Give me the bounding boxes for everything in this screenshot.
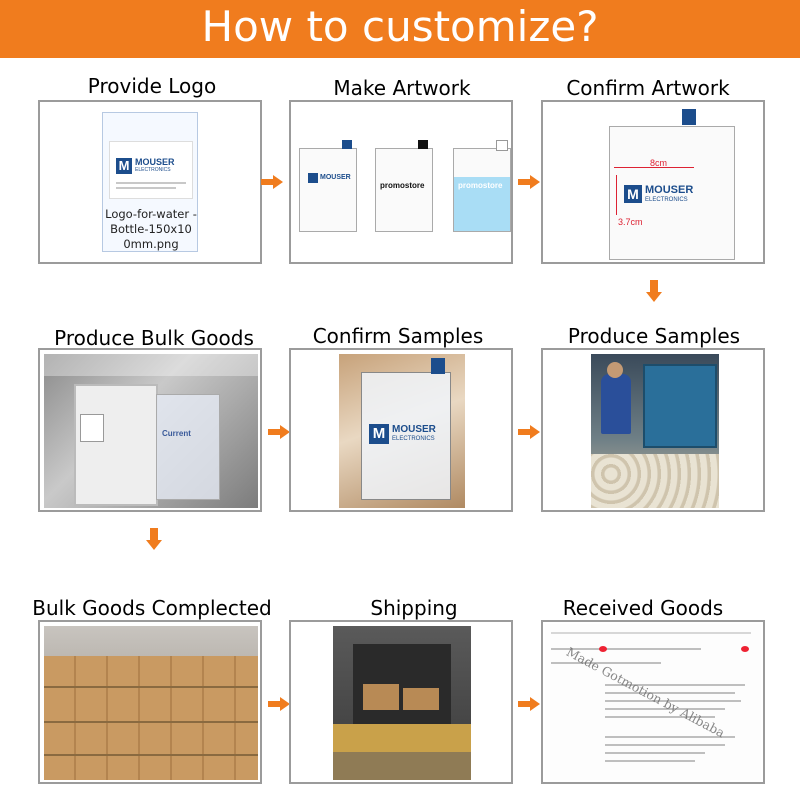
step-box-shipping <box>289 620 513 784</box>
mouser-logo-icon <box>308 173 318 183</box>
arrow-down-icon <box>146 528 162 550</box>
bottle-mockup: 8cm 3.7cm M MOUSER ELECTRONICS <box>609 109 735 260</box>
bottle-mockup: MOUSER <box>299 140 357 232</box>
bottle-mockup: promostore <box>453 140 511 232</box>
mouser-logo-icon: M <box>369 424 389 444</box>
bottle-brand-text: promostore <box>458 181 503 190</box>
width-dimension: 8cm <box>650 158 668 168</box>
logo-sub: ELECTRONICS <box>135 167 171 173</box>
bottle-brand-text: promostore <box>380 181 425 190</box>
step-title-confirm-artwork: Confirm Artwork <box>566 76 730 100</box>
step-box-provide-logo: M MOUSER ELECTRONICS Logo-for-water -Bot… <box>38 100 262 264</box>
arrow-right-icon <box>518 175 540 189</box>
bottle-cap <box>682 109 696 125</box>
bulk-goods-photo: Current <box>44 354 258 508</box>
logo-name: MOUSER <box>645 184 694 196</box>
feedback-document <box>545 624 761 780</box>
logo-filename: Logo-for-water -Bottle-150x10 0mm.png <box>105 207 197 251</box>
logo-preview: M MOUSER ELECTRONICS <box>109 141 193 199</box>
step-title-make-artwork: Make Artwork <box>333 76 471 100</box>
header-banner <box>0 0 800 58</box>
step-box-received-goods: Made Gotmotion by Alibaba <box>541 620 765 784</box>
page-title: How to customize? <box>201 2 599 51</box>
step-box-confirm-artwork: 8cm 3.7cm M MOUSER ELECTRONICS <box>541 100 765 264</box>
step-title-confirm-samples: Confirm Samples <box>312 324 484 348</box>
bottle-cap <box>342 140 352 149</box>
logo-name: MOUSER <box>392 424 436 435</box>
worker <box>601 374 631 434</box>
arrow-right-icon <box>268 425 290 439</box>
container-photo <box>333 626 471 780</box>
step-title-provide-logo: Provide Logo <box>87 74 217 98</box>
truck-plate <box>333 724 471 752</box>
bottle-cap <box>418 140 428 149</box>
step-title-received-goods: Received Goods <box>562 596 724 620</box>
mouser-logo-icon: M <box>116 158 132 174</box>
mouser-logo-icon: M <box>624 185 642 203</box>
bottle-cap <box>431 358 445 374</box>
sample-bottle-photo: M MOUSER ELECTRONICS <box>339 354 465 508</box>
step-title-produce-bulk: Produce Bulk Goods <box>54 326 254 350</box>
step-title-bulk-completed: Bulk Goods Complected <box>32 596 272 620</box>
printing-machine-photo <box>591 354 719 508</box>
step-box-bulk-completed <box>38 620 262 784</box>
arrow-right-icon <box>268 697 290 711</box>
arrow-right-icon <box>518 697 540 711</box>
step-box-confirm-samples: M MOUSER ELECTRONICS <box>289 348 513 512</box>
logo-sub: ELECTRONICS <box>645 197 688 203</box>
arrow-right-icon <box>518 425 540 439</box>
arrow-right-icon <box>261 175 283 189</box>
step-box-produce-bulk: Current <box>38 348 262 512</box>
arrow-down-icon <box>646 280 662 302</box>
logo-name: MOUSER <box>135 157 175 167</box>
cartons-photo <box>44 626 258 780</box>
bottle-brand-text: MOUSER <box>320 174 351 181</box>
step-box-produce-samples <box>541 348 765 512</box>
machine <box>643 364 717 448</box>
logo-sub: ELECTRONICS <box>392 436 435 442</box>
step-box-make-artwork: MOUSER promostore promostore <box>289 100 513 264</box>
bulk-brand-text: Current <box>162 429 191 438</box>
height-dimension: 3.7cm <box>618 217 643 227</box>
bottle-fill <box>454 177 510 231</box>
logo-file-card: M MOUSER ELECTRONICS Logo-for-water -Bot… <box>102 112 198 252</box>
bottle-mockup: promostore <box>375 140 433 232</box>
step-title-produce-samples: Produce Samples <box>567 324 741 348</box>
bottle-cap <box>496 140 508 151</box>
step-title-shipping: Shipping <box>370 596 458 620</box>
